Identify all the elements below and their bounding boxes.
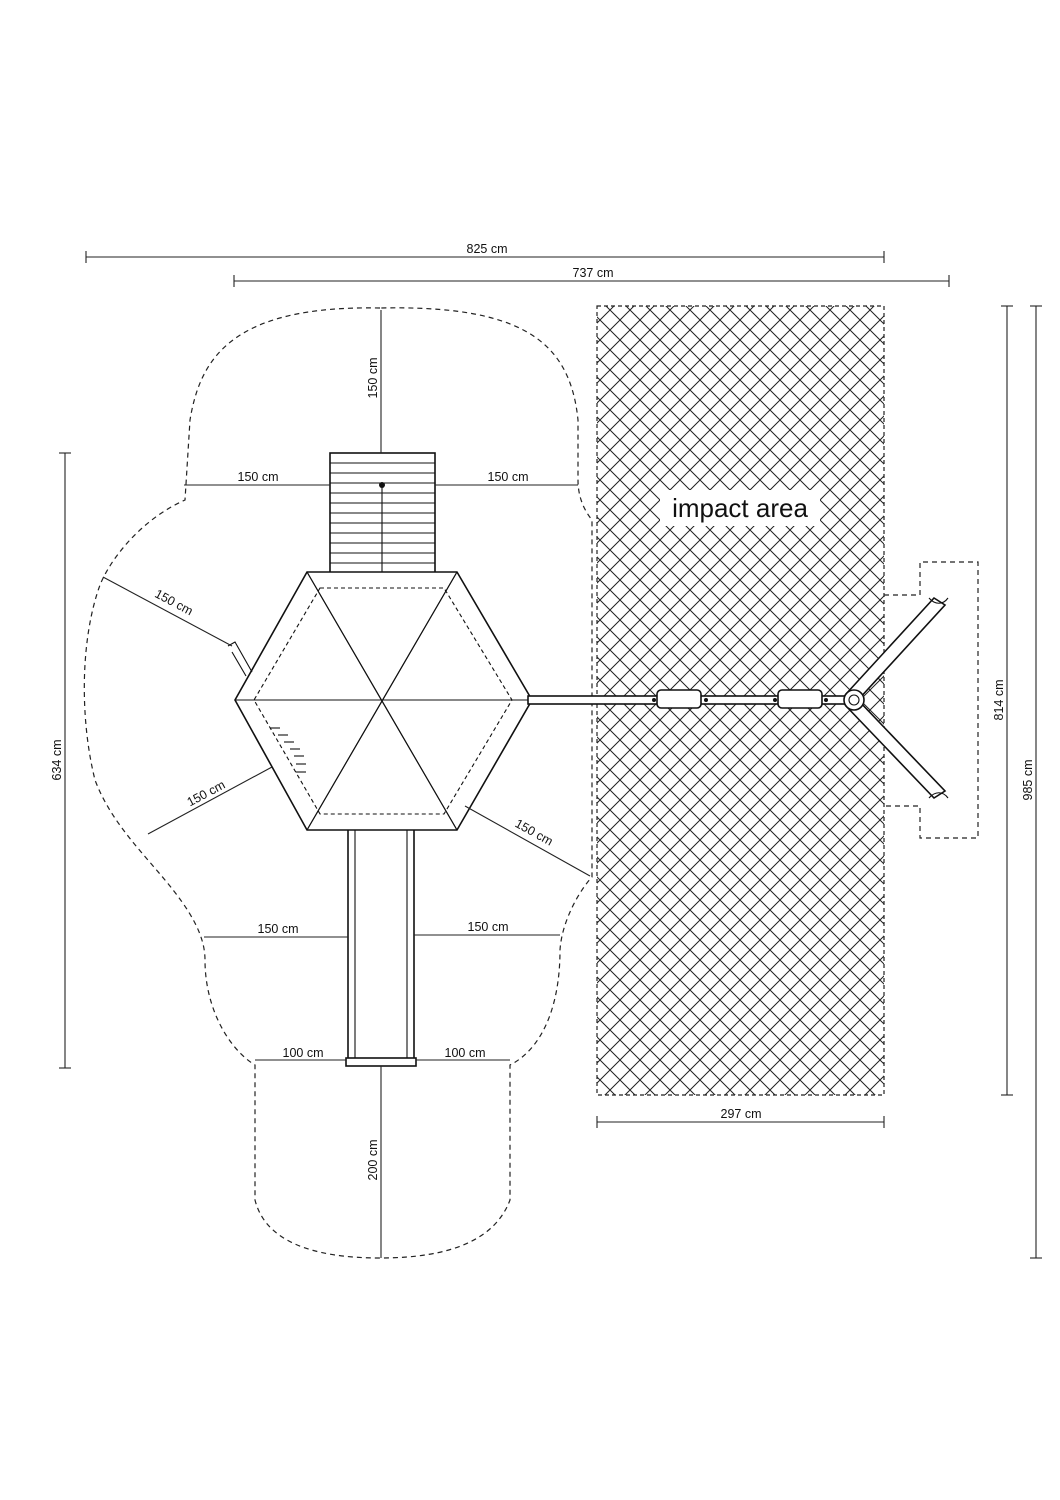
dim-top-clearance: 150 cm (366, 310, 382, 453)
dim-left-height: 634 cm (50, 452, 71, 1069)
impact-area-label: impact area (672, 493, 808, 523)
dim-exit-left: 100 cm (255, 1046, 346, 1061)
dim-exit-right: 100 cm (416, 1046, 510, 1061)
svg-text:150 cm: 150 cm (185, 778, 228, 810)
dim-lower-right-diagonal: 150 cm (464, 805, 591, 877)
impact-label-backdrop (660, 490, 820, 526)
svg-text:985 cm: 985 cm (1021, 760, 1035, 801)
dim-inner-width: 737 cm (233, 266, 950, 287)
svg-text:150 cm: 150 cm (468, 920, 509, 934)
svg-text:100 cm: 100 cm (283, 1046, 324, 1060)
swing-a-frame (843, 596, 949, 800)
svg-text:814 cm: 814 cm (992, 680, 1006, 721)
svg-text:150 cm: 150 cm (238, 470, 279, 484)
dim-tower-left: 150 cm (184, 470, 330, 486)
safety-zone-outline (83, 307, 593, 1259)
dim-upper-left-diagonal: 150 cm (102, 576, 233, 647)
svg-text:634 cm: 634 cm (50, 740, 64, 781)
svg-text:200 cm: 200 cm (366, 1140, 380, 1181)
tower-deck (329, 452, 436, 576)
swing-beam (527, 689, 847, 709)
dim-slide-right: 150 cm (414, 920, 560, 936)
dim-impact-width: 297 cm (596, 1107, 885, 1128)
dim-right-outer-height: 985 cm (1021, 305, 1042, 1259)
dim-tower-right: 150 cm (435, 470, 578, 486)
svg-text:150 cm: 150 cm (258, 922, 299, 936)
svg-text:825 cm: 825 cm (467, 242, 508, 256)
svg-text:150 cm: 150 cm (488, 470, 529, 484)
svg-text:297 cm: 297 cm (721, 1107, 762, 1121)
dim-right-inner-height: 814 cm (992, 305, 1013, 1096)
swing-safety-zone (884, 561, 979, 839)
svg-text:100 cm: 100 cm (445, 1046, 486, 1060)
dim-slide-left: 150 cm (204, 922, 348, 938)
dim-overall-width: 825 cm (85, 242, 885, 263)
svg-text:150 cm: 150 cm (513, 816, 556, 848)
slide (345, 824, 417, 1067)
svg-text:150 cm: 150 cm (366, 358, 380, 399)
hexagon-roof (227, 571, 533, 831)
dim-lower-left-diagonal: 150 cm (147, 766, 273, 835)
svg-text:737 cm: 737 cm (573, 266, 614, 280)
dim-exit-length: 200 cm (366, 1066, 382, 1258)
svg-text:150 cm: 150 cm (152, 587, 195, 619)
